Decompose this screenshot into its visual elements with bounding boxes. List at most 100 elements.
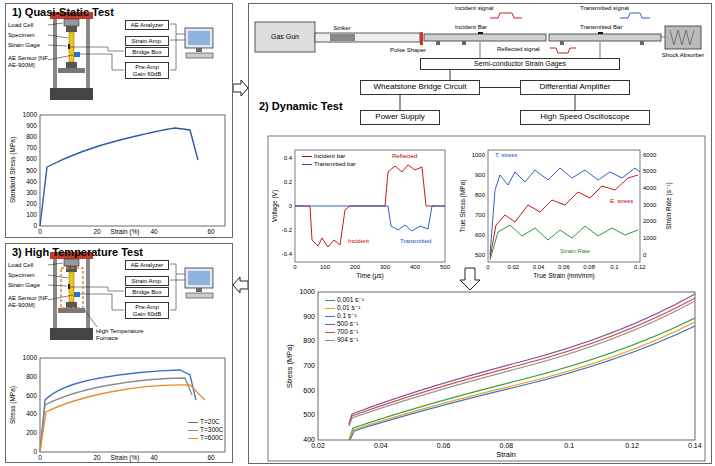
chart-label: 600	[26, 155, 37, 162]
legend-row: T=300C	[188, 426, 223, 433]
chart-label: 0	[33, 448, 37, 455]
box-label: High Speed Oscilloscope	[540, 113, 629, 122]
chart-label: 400	[410, 264, 420, 271]
legend-row: 700 s⁻¹	[325, 328, 359, 335]
panel-title: 1) Quasi-Static Test	[12, 6, 114, 19]
chart-label: 0.08	[500, 442, 514, 450]
chart-label: 0.08	[583, 264, 595, 271]
chart-label: Strain (%)	[111, 454, 140, 461]
box-label: AE Analyzer	[131, 22, 164, 29]
chart-label: -0.2	[282, 227, 292, 234]
legend-sample	[188, 430, 198, 431]
chart-label: Specimen	[8, 32, 48, 39]
chart-label: 600	[303, 387, 315, 395]
legend-text: 700 s⁻¹	[337, 328, 359, 335]
chart-label: 6000	[643, 152, 656, 159]
chart-label: Strain Gage	[8, 42, 48, 49]
chart-label: Load Cell	[8, 22, 48, 29]
chart-label: Strain (%)	[111, 228, 140, 235]
chart-label: 800	[26, 133, 37, 140]
chart-label: 0.1	[564, 442, 574, 450]
chart-label: 500	[475, 252, 485, 259]
chart-label: 700	[303, 362, 315, 370]
legend-sample	[302, 164, 312, 165]
chart-label: 0.04	[374, 442, 388, 450]
process-box: High Speed Oscilloscope	[520, 110, 650, 125]
chart-label: E. stress	[610, 198, 633, 205]
chart-label: 800	[26, 373, 37, 380]
chart-label: 1000	[23, 354, 37, 361]
box-label: Pre-Amp	[135, 304, 159, 311]
connector	[480, 87, 520, 88]
chart-label: Time (μs)	[356, 272, 383, 279]
chart-label: 200	[26, 200, 37, 207]
chart-label: 600	[26, 392, 37, 399]
chart-label: 20	[93, 454, 100, 461]
chart-label: Incident Bar	[455, 24, 487, 31]
chart-label: Striker	[333, 25, 350, 32]
connector	[575, 95, 576, 110]
chart-label: Gas Gun	[271, 33, 299, 41]
chart-label: 0.06	[437, 442, 451, 450]
box-label: Differential Amplifier	[540, 83, 611, 92]
box-label: Gain 60dB	[133, 311, 161, 318]
chart-label: Reflected signal	[497, 46, 540, 53]
chart-label: 3000	[643, 202, 656, 209]
chart-label: 4000	[643, 185, 656, 192]
panel-title: 3) High Temperature Test	[12, 246, 143, 259]
legend-row: T=600C	[188, 434, 223, 441]
chart-label: 0	[643, 252, 646, 259]
chart-label: 0	[289, 203, 292, 210]
chart-label: 700	[26, 144, 37, 151]
chart-label: 0	[33, 222, 37, 229]
instrument-box: Bridge Box	[125, 287, 169, 297]
chart-label: 1000	[299, 288, 315, 296]
chart-label: 40	[150, 228, 157, 235]
box-label: AE Analyzer	[131, 262, 164, 269]
chart-label: 400	[26, 178, 37, 185]
legend-row: Transmitted bar	[302, 161, 356, 168]
legend-text: 0.01 s⁻¹	[337, 304, 360, 311]
chart-label: 40	[150, 454, 157, 461]
chart-label: 700	[475, 212, 485, 219]
chart-label: 0.1	[610, 264, 618, 271]
legend-sample	[325, 324, 335, 325]
chart-label: Strain	[496, 451, 516, 459]
chart-label: 0.12	[625, 442, 639, 450]
chart-label: AE Sensor [NF AE-900M]	[8, 295, 48, 308]
chart-label: 0.14	[688, 442, 702, 450]
chart-label: 200	[26, 429, 37, 436]
chart-label: 900	[475, 172, 485, 179]
test-panel: 3) High Temperature Test AE AnalyzerStrai…	[5, 243, 233, 463]
chart-label: 5000	[643, 168, 656, 175]
legend-text: Transmitted bar	[314, 161, 356, 167]
chart-label: 900	[303, 313, 315, 321]
chart-label: 2000	[643, 218, 656, 225]
chart-label: Strain Rate	[560, 248, 590, 255]
chart-label: 400	[26, 410, 37, 417]
box-label: Wheatstone Bridge Circuit	[374, 83, 467, 92]
box-label: Pre-Amp	[135, 64, 159, 71]
chart-label: -0.4	[282, 251, 292, 258]
legend-text: T=20C	[200, 418, 220, 425]
chart-label: 500	[26, 167, 37, 174]
chart-label: 300	[380, 264, 390, 271]
legend-text: 0.1 s⁻¹	[337, 312, 357, 319]
chart-label: Reflected	[392, 153, 417, 160]
legend-row: 0.1 s⁻¹	[325, 312, 357, 319]
legend-text: 904 s⁻¹	[337, 336, 359, 343]
instrument-box: Strain Amp.	[125, 276, 169, 286]
chart-label: 0	[38, 454, 42, 461]
chart-label: Transmitted	[400, 238, 431, 245]
chart-label: 1000	[23, 111, 37, 118]
chart-label: T. stress	[495, 152, 517, 159]
chart-label: Transmitted Bar	[580, 24, 622, 31]
instrument-box: Strain Amp.	[125, 36, 169, 46]
box-label: Strain Amp.	[131, 278, 162, 285]
chart-label: 500	[440, 264, 450, 271]
chart-label: Voltage (V)	[271, 190, 278, 222]
box-label: Bridge Box	[132, 49, 161, 56]
chart-label: 0.12	[634, 264, 646, 271]
instrument-box: Bridge Box	[125, 47, 169, 57]
instrument-box: AE Analyzer	[125, 20, 169, 30]
